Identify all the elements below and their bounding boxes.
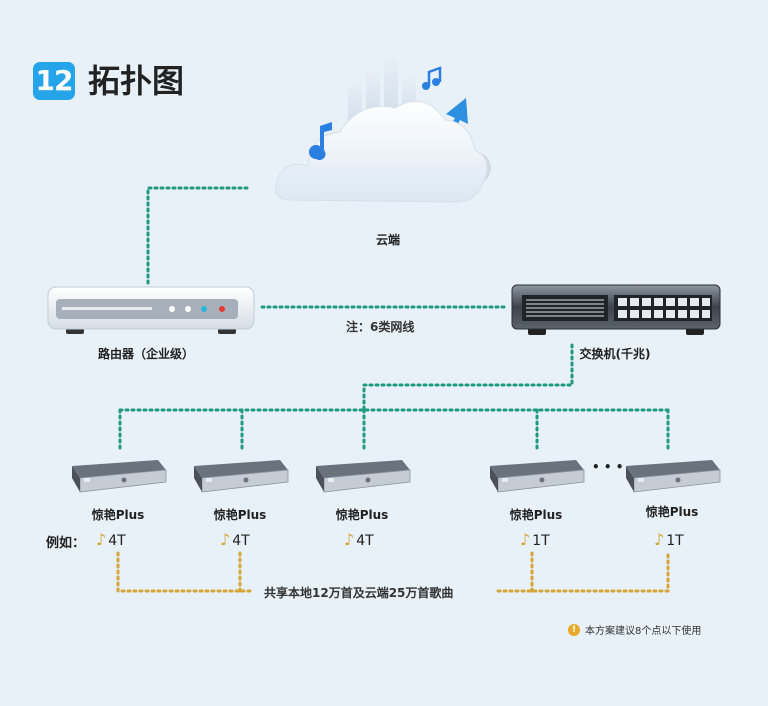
- router-label: 路由器（企业级）: [97, 347, 194, 361]
- cloud-label: 云端: [375, 233, 400, 247]
- page-title: 拓扑图: [88, 62, 185, 100]
- switch-icon: [511, 284, 721, 335]
- router-cloud-link: [146, 186, 252, 285]
- share-link-left: [116, 551, 252, 593]
- device-storage: ♪4T: [96, 530, 126, 549]
- share-note: 共享本地12万首及云端25万首歌曲: [264, 586, 454, 600]
- cloud-icon: [275, 60, 491, 203]
- router-icon: [47, 286, 255, 334]
- storage-value: 4T: [356, 533, 374, 549]
- more-devices-ellipsis: • • •: [592, 460, 624, 474]
- device-name: 惊艳Plus: [645, 505, 699, 519]
- device-storage: ♪4T: [220, 530, 250, 549]
- music-server-icon: [312, 456, 412, 500]
- music-server-icon: [622, 456, 722, 500]
- music-note-icon: ♪: [96, 530, 107, 549]
- device-storage: ♪1T: [654, 530, 684, 549]
- device-name: 惊艳Plus: [213, 508, 267, 522]
- device-name: 惊艳Plus: [335, 508, 389, 522]
- storage-value: 4T: [232, 533, 250, 549]
- music-note-icon: ♪: [654, 530, 665, 549]
- device-name: 惊艳Plus: [509, 508, 563, 522]
- storage-value: 1T: [666, 533, 684, 549]
- device-storage: ♪4T: [344, 530, 374, 549]
- device-name: 惊艳Plus: [91, 508, 145, 522]
- device-storage: ♪1T: [520, 530, 550, 549]
- switch-label: 交换机(千兆): [579, 347, 651, 361]
- example-label: 例如：: [46, 536, 86, 551]
- warning-icon: !: [568, 623, 580, 636]
- music-server-icon: [68, 456, 168, 500]
- share-link-right: [496, 551, 670, 593]
- footnote-text: 本方案建议8个点以下使用: [585, 626, 702, 637]
- section-number-badge: 12: [33, 62, 75, 100]
- cable-note: 注：6类网线: [346, 320, 415, 334]
- music-server-icon: [486, 456, 586, 500]
- footnote: ! 本方案建议8个点以下使用: [568, 622, 701, 637]
- music-server-icon: [190, 456, 290, 500]
- music-note-icon: ♪: [520, 530, 531, 549]
- storage-value: 4T: [108, 533, 126, 549]
- switch-devices-link: [362, 343, 574, 412]
- music-note-icon: ♪: [220, 530, 231, 549]
- storage-value: 1T: [532, 533, 550, 549]
- music-note-icon: ♪: [344, 530, 355, 549]
